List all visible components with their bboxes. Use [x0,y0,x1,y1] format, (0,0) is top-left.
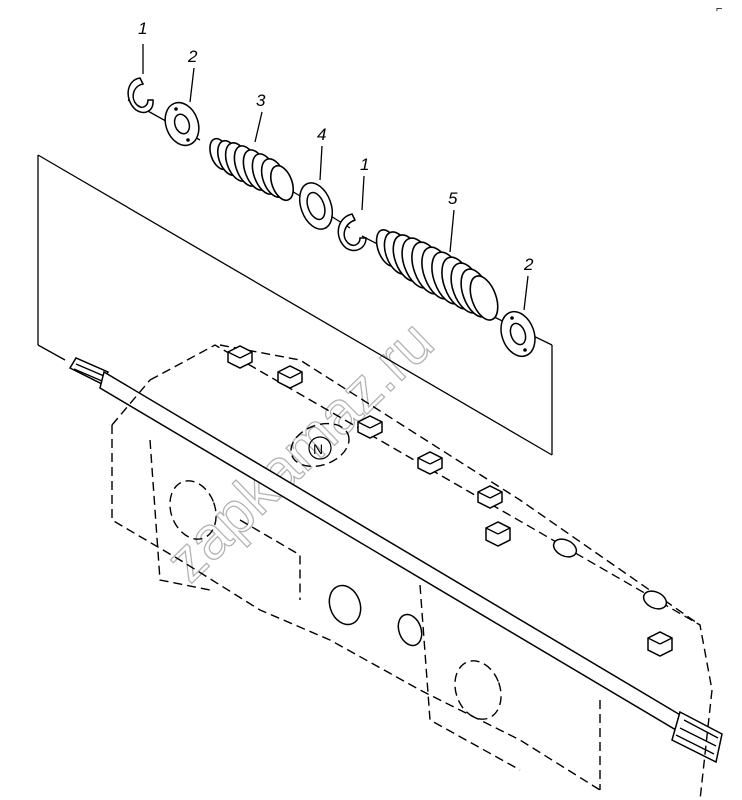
label-2-right: 2 [523,255,534,274]
label-2-top: 2 [187,47,198,66]
snap-ring-part-1-top [127,44,154,114]
label-1-middle: 1 [360,155,369,174]
washer-part-2-right [500,275,536,358]
label-4: 4 [317,125,326,144]
shift-rail-shaft [68,357,723,764]
corner-mark: ⌐ [716,3,722,15]
svg-text:N: N [313,441,323,457]
housing-bolts [227,345,673,657]
spring-part-3 [209,111,295,202]
gearbox-cover-housing: N [111,344,713,800]
label-3: 3 [256,91,266,110]
snap-ring-part-1-middle [337,175,367,252]
spring-part-5 [375,209,499,321]
washer-part-4 [298,145,334,230]
washer-part-2-top [164,67,200,147]
label-5: 5 [448,189,458,208]
label-1-top: 1 [138,19,147,38]
part-labels: 1 2 3 4 1 5 2 [138,19,534,274]
